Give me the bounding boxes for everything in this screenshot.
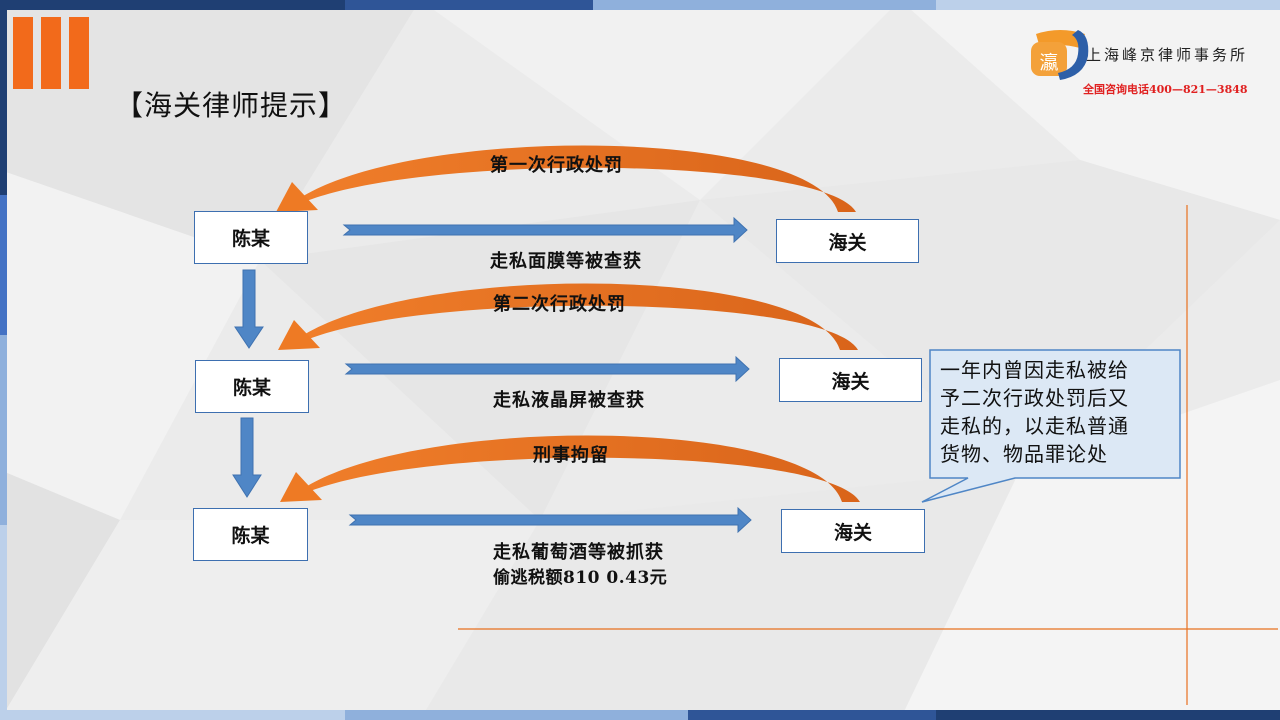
callout-line: 走私的，以走私普通 — [940, 414, 1129, 438]
top-bar-segment — [936, 0, 1280, 10]
left-node-row3: 陈某 — [193, 508, 308, 561]
bottom-bar-segment — [688, 710, 936, 720]
left-node-row2: 陈某 — [195, 360, 309, 413]
right-node-row1: 海关 — [776, 219, 919, 263]
callout-line: 一年内曾因走私被给 — [940, 358, 1129, 382]
penalty-label-row3: 刑事拘留 — [533, 445, 609, 466]
firm-name: 上海峰京律师事务所 — [1086, 46, 1249, 64]
orange-bars-icon — [13, 17, 89, 89]
top-bar-segment — [0, 0, 345, 10]
bottom-bar-segment — [936, 710, 1280, 720]
callout-text: 一年内曾因走私被给 予二次行政处罚后又 走私的，以走私普通 货物、物品罪论处 — [940, 356, 1172, 468]
firm-phone: 全国咨询电话400—821—3848 — [1083, 83, 1248, 96]
right-node-row3: 海关 — [781, 509, 925, 553]
event-label-row3: 走私葡萄酒等被抓获 — [493, 542, 664, 563]
slide-title: 【海关律师提示】 — [115, 89, 348, 122]
bottom-bar-segment — [345, 710, 688, 720]
left-node-row1: 陈某 — [194, 211, 308, 264]
penalty-label-row1: 第一次行政处罚 — [490, 155, 623, 176]
right-node-row2: 海关 — [779, 358, 922, 402]
penalty-label-row2: 第二次行政处罚 — [493, 294, 626, 315]
event-label-row2: 走私液晶屏被查获 — [493, 390, 645, 411]
top-bar-segment — [345, 0, 593, 10]
callout-line: 货物、物品罪论处 — [940, 442, 1108, 466]
callout-line: 予二次行政处罚后又 — [940, 386, 1129, 410]
svg-text:瀛: 瀛 — [1039, 51, 1058, 74]
event-label-row1: 走私面膜等被查获 — [490, 251, 642, 272]
bottom-bar-segment — [0, 710, 345, 720]
firm-logo-icon: 瀛 — [1031, 30, 1089, 80]
event-label-row3-tax: 偷逃税额810 0.43元 — [493, 568, 668, 588]
top-bar-segment — [593, 0, 936, 10]
